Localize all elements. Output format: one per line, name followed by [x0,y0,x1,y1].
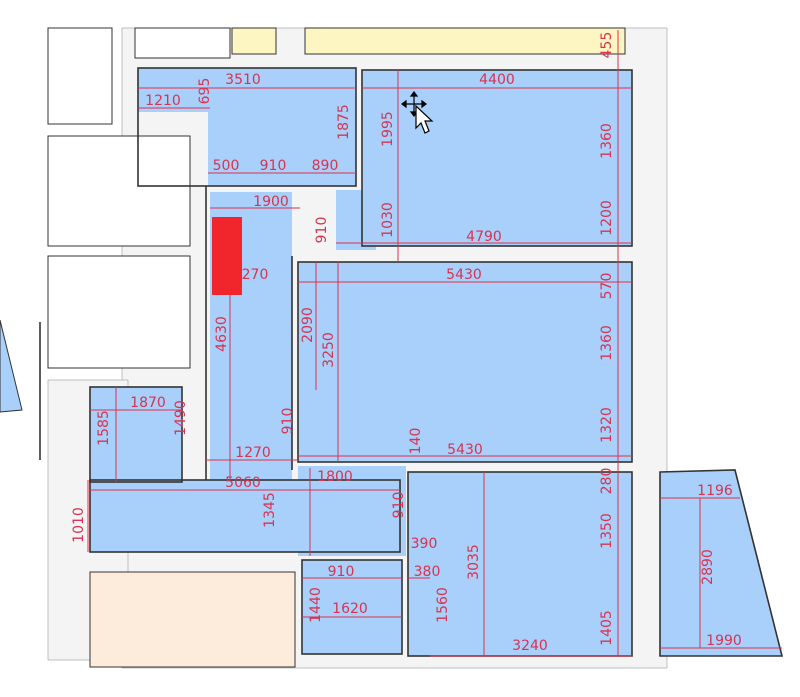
adjacent-room [89,571,296,668]
dim-label: 270 [242,267,269,283]
dim-label: 1010 [71,507,87,543]
dim-label: 3035 [466,544,482,580]
dim-label: 1320 [599,407,615,443]
dim-label: 380 [414,564,441,580]
room-bedroom-2 [408,472,632,656]
balcony-top-left [231,27,277,55]
dim-label: 140 [408,428,424,455]
dim-label: 1350 [599,513,615,549]
room-kitchen [362,70,632,246]
dim-label: 1210 [145,93,181,109]
balcony-top [304,27,626,55]
rooms [90,68,782,656]
dim-label: 695 [197,78,213,105]
dim-label: 1995 [380,111,396,147]
room-passage [336,190,376,250]
dim-label: 1360 [599,325,615,361]
dim-label: 910 [391,492,407,519]
move-cursor-icon [401,91,434,134]
room-hall-2 [298,466,406,556]
dim-label: 280 [599,468,615,495]
room-wc [90,387,182,482]
dim-label: 4400 [479,72,515,88]
dim-label: 4790 [466,229,502,245]
dim-label: 910 [260,158,287,174]
room-hall-top [138,68,210,112]
dim-label: 1875 [336,104,352,140]
dim-label: 3240 [512,638,548,654]
dim-label: 5060 [225,475,261,491]
dim-label: 910 [328,564,355,580]
dimension-lines [87,30,782,657]
dim-label: 3250 [321,332,337,368]
dim-label: 1870 [130,395,166,411]
dim-label: 2890 [700,549,716,585]
dim-label: 570 [599,273,615,300]
inner-walls [0,67,784,657]
dimension-labels: 455 3510 4400 1210 695 1875 1995 1360 50… [71,32,742,654]
dim-label: 1360 [599,123,615,159]
highlight-marker [212,217,242,295]
room-bath-2 [302,560,402,654]
room-loggia [660,470,782,656]
dim-label: 1900 [253,194,289,210]
dim-label: 1585 [96,410,112,446]
dim-label: 1440 [308,587,324,623]
dim-label: 1270 [235,445,271,461]
dim-label: 910 [314,217,330,244]
dim-label: 2090 [300,307,316,343]
dim-label: 1560 [435,587,451,623]
dim-label: 1030 [380,202,396,238]
dim-label: 1345 [262,492,278,528]
dim-label: 390 [411,536,438,552]
dim-label: 500 [213,158,240,174]
dim-label: 1620 [332,601,368,617]
dim-label: 1196 [697,483,733,499]
dim-label: 910 [280,408,296,435]
room-bedroom [298,262,632,462]
dim-label: 890 [312,158,339,174]
dim-label: 3510 [225,72,261,88]
dim-label: 455 [599,32,615,59]
dim-label: 1200 [599,200,615,236]
dim-label: 1800 [317,469,353,485]
dim-label: 1990 [706,633,742,649]
dim-label: 5430 [446,267,482,283]
dim-label: 5430 [447,442,483,458]
dim-label: 4630 [214,316,230,352]
dim-label: 1490 [173,400,189,436]
dim-label: 1405 [599,610,615,646]
